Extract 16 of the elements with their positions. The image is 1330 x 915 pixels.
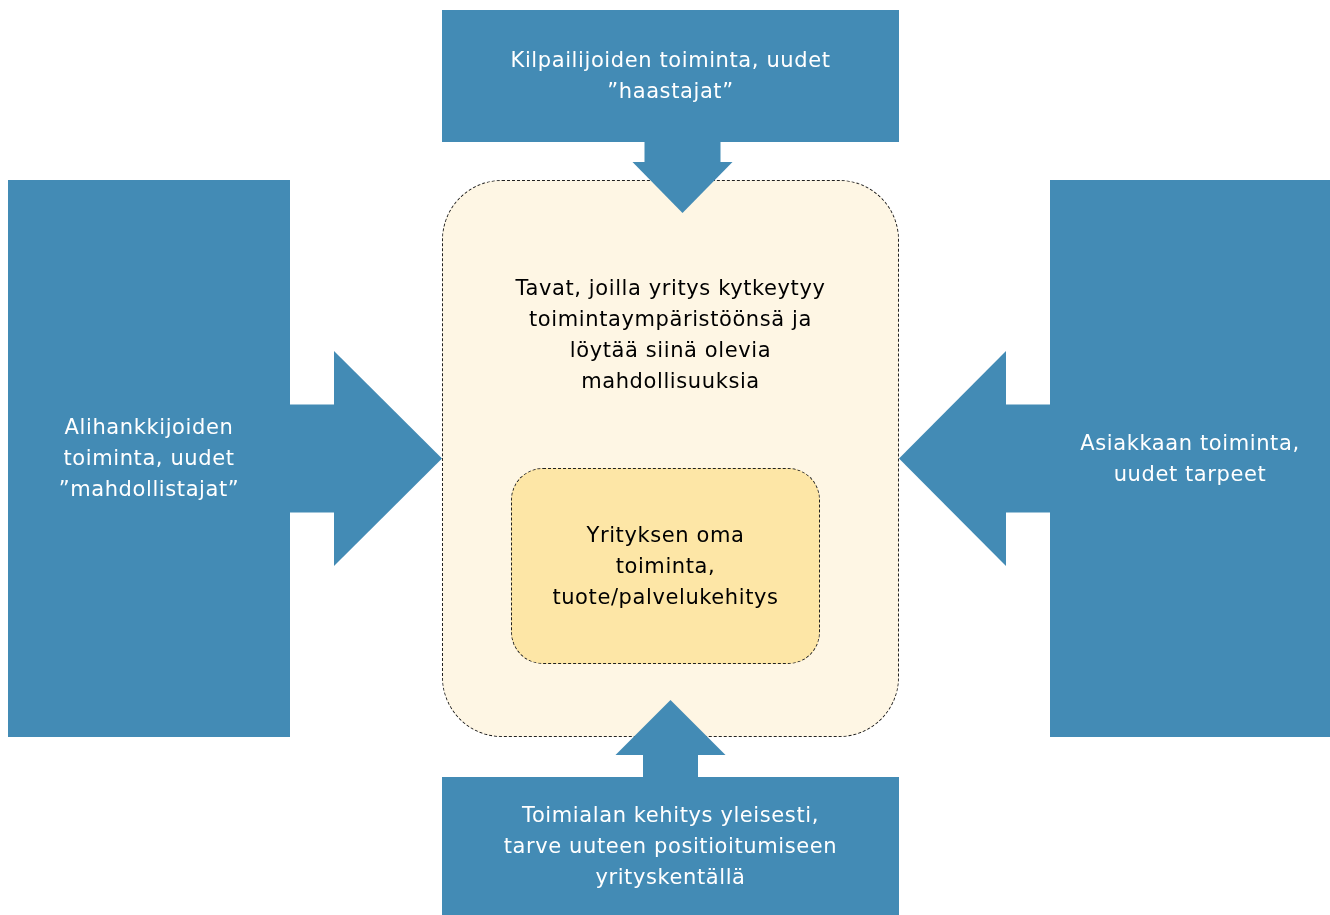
dashed-rounded-box [511, 468, 820, 664]
box-label: Tavat, joilla yritys kytkeytyy toimintaympäristöönsä ja löytää siinä olevia mahdollisuuksia [514, 275, 827, 395]
process-box [1050, 180, 1330, 737]
process-box [442, 10, 899, 142]
block-arrow [632, 142, 733, 213]
box-label: Yrityksen oma toiminta, tuote/palvelukehitys [551, 521, 780, 611]
box-label: Alihankkijoiden toiminta, uudet ”mahdollistajat” [57, 414, 241, 503]
block-arrow [899, 351, 1050, 566]
process-box [442, 777, 899, 915]
box-label: Kilpailijoiden toiminta, uudet ”haastajat” [509, 47, 832, 105]
block-arrow [290, 351, 442, 566]
dashed-rounded-box [442, 180, 899, 737]
box-label: Asiakkaan toiminta, uudet tarpeet [1079, 429, 1301, 488]
process-box [8, 180, 290, 737]
box-label: Toimialan kehitys yleisesti, tarve uuteen positioitumiseen yrityskentällä [502, 801, 839, 891]
block-arrow [615, 700, 726, 777]
